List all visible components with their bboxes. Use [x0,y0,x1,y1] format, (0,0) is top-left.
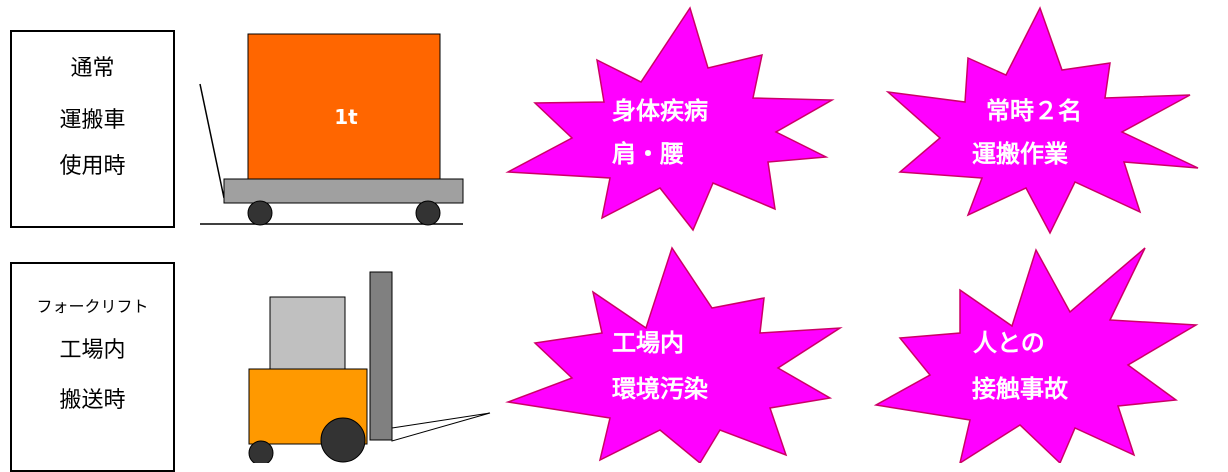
burst-two-person-line-1: 常時２名 [986,97,1082,125]
burst-pollution-line-2: 環境汚染 [612,375,708,403]
burst-body-illness-line-2: 肩・腰 [612,140,684,168]
burst-two-person-line-2: 運搬作業 [972,140,1068,168]
burst-pollution-line-1: 工場内 [612,329,684,357]
cart-label-line-3: 使用時 [59,154,126,179]
forklift-wheel-rear [248,440,274,463]
forklift-mast [369,271,393,441]
cart-wheel-right [415,200,441,226]
forklift-label-box: フォークリフト 工場内 搬送時 [10,262,175,472]
hand-cart [199,33,464,226]
burst-collision [873,247,1199,463]
forklift-label-line-2: 工場内 [59,338,126,363]
cart-handle [199,83,225,199]
burst-body-illness-line-1: 身体疾病 [612,97,708,125]
forklift-label-line-1: フォークリフト [36,297,149,316]
cart-label-box: 通常 運搬車 使用時 [10,30,175,228]
cart-wheel-left [247,200,273,226]
load-weight-label: 1t [334,105,358,129]
burst-pollution [505,246,843,463]
forklift-label-line-3: 搬送時 [59,388,126,413]
forklift [248,271,491,463]
burst-two-person [885,6,1199,235]
burst-body-illness [505,6,835,232]
cart-label-line-1: 通常 [70,56,115,81]
cart-platform [223,178,464,204]
forklift-cargo [269,296,346,370]
forklift-wheel-front [320,417,366,463]
cart-label-line-2: 運搬車 [59,108,126,133]
forklift-fork [391,412,491,442]
burst-collision-line-2: 接触事故 [972,375,1068,403]
burst-collision-line-1: 人との [973,329,1045,357]
